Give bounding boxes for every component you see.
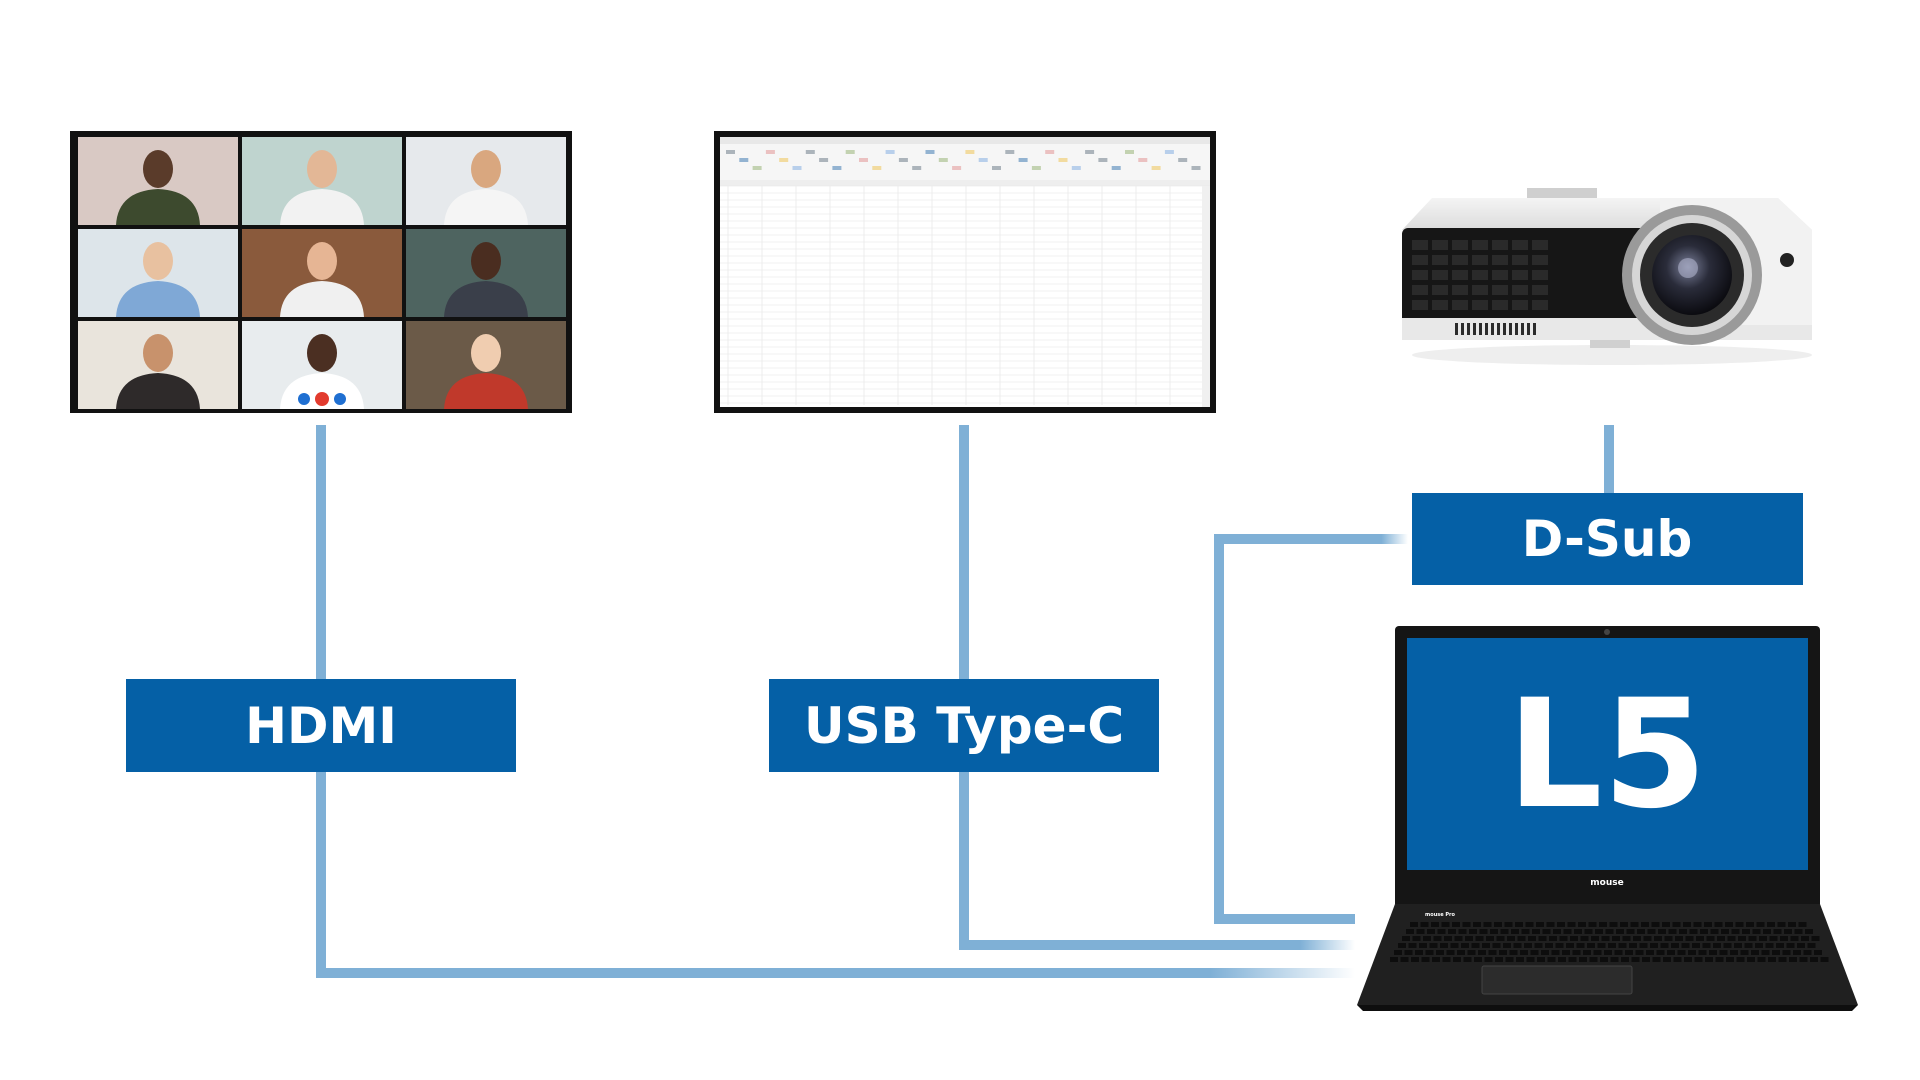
projector-icon bbox=[1402, 188, 1812, 365]
laptop-icon: mouse L5 mouse Pro bbox=[1357, 626, 1858, 1011]
d-sub-label-text: D-Sub bbox=[1522, 510, 1693, 568]
keyboard bbox=[1390, 922, 1829, 962]
video-call-grid-icon bbox=[78, 137, 566, 409]
spreadsheet-window-icon bbox=[720, 137, 1210, 407]
hdmi-label: HDMI bbox=[126, 679, 516, 772]
laptop-brand: mouse bbox=[1590, 878, 1623, 888]
d-sub-cable bbox=[1214, 534, 1408, 924]
hdmi-cable bbox=[316, 425, 1355, 978]
d-sub-label: D-Sub bbox=[1412, 493, 1803, 585]
usb-type-c-label-text: USB Type-C bbox=[804, 697, 1124, 755]
laptop-sub-brand: mouse Pro bbox=[1425, 912, 1455, 918]
hdmi-label-text: HDMI bbox=[245, 697, 397, 755]
cables bbox=[316, 425, 1614, 978]
laptop-screen bbox=[1407, 638, 1808, 870]
usb-type-c-label: USB Type-C bbox=[769, 679, 1159, 772]
laptop-model-label: L5 bbox=[1507, 668, 1707, 842]
usb-type-c-cable bbox=[959, 425, 1355, 950]
spreadsheet-monitor bbox=[714, 131, 1216, 413]
touchpad bbox=[1481, 965, 1633, 995]
video-conference-monitor bbox=[70, 131, 572, 413]
